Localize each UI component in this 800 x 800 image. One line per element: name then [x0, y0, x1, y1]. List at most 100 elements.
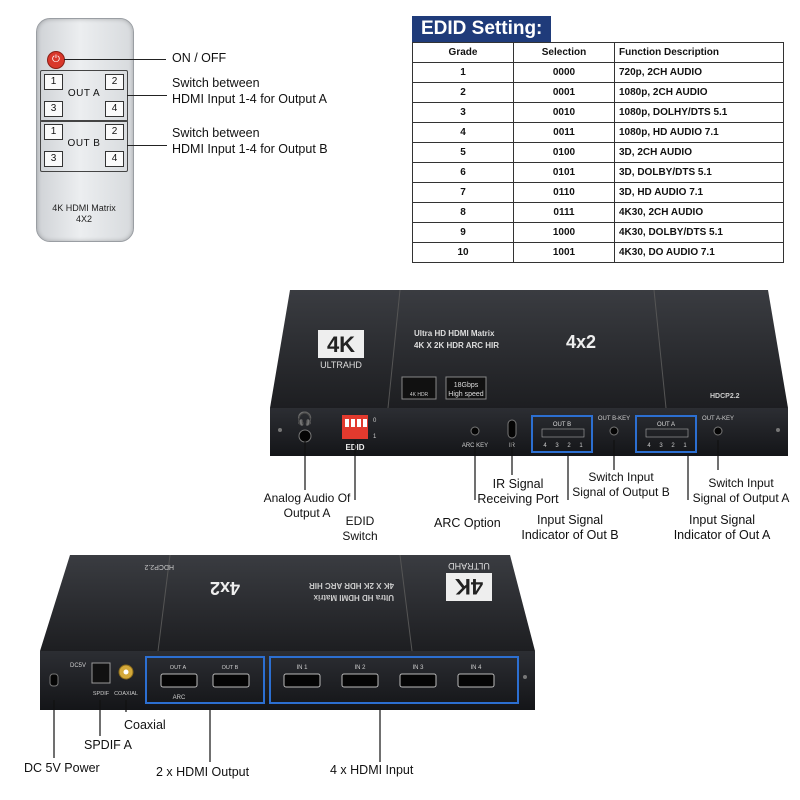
mirrored-ultrahd: ULTRAHD [448, 561, 490, 571]
callout-line: Indicator of Out A [673, 528, 771, 542]
top-callout-lines [304, 440, 719, 500]
edid-cell: 1000 [513, 222, 615, 243]
product-line-2: 4K X 2K HDR ARC HIR [414, 341, 499, 350]
highlight-box [269, 656, 519, 704]
callout-line: Analog Audio Of [263, 491, 351, 505]
edid-cell: 9 [412, 222, 514, 243]
edid-cell: 7 [412, 182, 514, 203]
edid-cell: 2 [412, 82, 514, 103]
matrix-front-view: 4K ULTRAHD Ultra HD HDMI Matrix 4K X 2K … [270, 290, 788, 456]
dip-0-label: 0 [373, 418, 377, 424]
callout-line: Input Signal [688, 513, 756, 527]
remote-group-title: OUT B [67, 138, 101, 149]
spdif-port [91, 662, 111, 684]
remote-key: 4 [105, 101, 124, 117]
dip-lever [357, 419, 361, 427]
switch-b-callout: Switch Input Signal of Output B [566, 470, 676, 500]
switch-a-label: HDMI Input 1-4 for Output A [172, 92, 327, 106]
mirrored-4k: 4K [455, 574, 483, 599]
hdcp-label: HDCP2.2 [710, 393, 740, 400]
edid-cell: 5 [412, 142, 514, 163]
edid-cell: 1 [412, 62, 514, 83]
remote-key: 4 [105, 151, 124, 167]
callout-line: Signal of Output A [692, 491, 790, 505]
out-b-key-button [609, 426, 619, 436]
edid-cell: 4K30, DO AUDIO 7.1 [614, 242, 784, 263]
dc-power-callout: DC 5V Power [24, 761, 100, 775]
onoff-label: ON / OFF [172, 51, 227, 65]
dc-port [49, 673, 59, 687]
leader-line [64, 59, 166, 60]
edid-cell: 3D, 2CH AUDIO [614, 142, 784, 163]
matrix-rear-view: Ultra HD HDMI Matrix 4K X 2K HDR ARC HIR… [40, 555, 535, 710]
screw [776, 428, 780, 432]
product-4x2: 4x2 [566, 332, 596, 352]
mirrored-product-line: 4K X 2K HDR ARC HIR [309, 581, 394, 590]
edid-cell: 8 [412, 202, 514, 223]
dip-lever [351, 419, 355, 427]
callout-line: Output A [283, 506, 331, 520]
panel-seam [157, 555, 171, 652]
bottom-callout-lines [53, 700, 381, 762]
callout-line: Switch Input [588, 470, 654, 484]
panel-seam [399, 555, 413, 652]
switch-a-label: Switch between [172, 76, 260, 90]
led-number: 4 [647, 443, 651, 449]
remote-footer: 4K HDMI Matrix 4X2 [36, 203, 132, 225]
out-a-label: OUT A [657, 422, 675, 428]
remote-group-out-a: 1 2 3 4 OUT A [40, 70, 128, 122]
in1-label: IN 1 [296, 665, 308, 671]
led-bracket [541, 428, 585, 438]
dip-1-label: 1 [373, 434, 377, 440]
edid-cell: 4K30, 2CH AUDIO [614, 202, 784, 223]
switch-a-callout: Switch Input Signal of Output A [686, 476, 796, 506]
leader-line [127, 145, 167, 146]
speed-badge [445, 376, 487, 400]
mirrored-hdcp: HDCP2.2 [144, 563, 174, 570]
coaxial-callout: Coaxial [124, 718, 166, 732]
callout-line: EDID [345, 514, 375, 528]
coaxial-label: COAXIAL [114, 691, 138, 697]
out-b-label: OUT B [553, 422, 571, 428]
indicator-b-callout: Input Signal Indicator of Out B [508, 513, 632, 543]
edid-cell: 4 [412, 122, 514, 143]
power-icon: ⏻ [47, 51, 65, 69]
speed-badge-text: High speed [448, 391, 484, 398]
analog-audio-callout: Analog Audio Of Output A [252, 491, 362, 521]
arc-label: ARC [173, 695, 186, 701]
edid-cell: 1080p, HD AUDIO 7.1 [614, 122, 784, 143]
hdmi-input-callout: 4 x HDMI Input [330, 763, 414, 777]
remote-key: 2 [105, 74, 124, 90]
remote-footer-line: 4X2 [75, 214, 92, 224]
out-a-key-button [713, 426, 723, 436]
edid-cell: 3D, HD AUDIO 7.1 [614, 182, 784, 203]
edid-header-cell: Function Description [614, 42, 784, 63]
switch-b-label: HDMI Input 1-4 for Output B [172, 142, 328, 156]
in3-label: IN 3 [412, 665, 424, 671]
dip-lever [363, 419, 367, 427]
edid-cell: 1080p, DOLHY/DTS 5.1 [614, 102, 784, 123]
hdmi-port-in1 [283, 673, 321, 688]
led-number: 1 [579, 443, 583, 449]
callout-line: Signal of Output B [572, 485, 670, 499]
edid-cell: 0100 [513, 142, 615, 163]
out-b-key-label: OUT B-KEY [598, 416, 630, 422]
edid-cell: 0110 [513, 182, 615, 203]
hdmi-port-in4 [457, 673, 495, 688]
mirrored-4k-box [446, 573, 492, 601]
remote-key: 3 [44, 101, 63, 117]
led-number: 3 [659, 443, 663, 449]
edid-cell: 0001 [513, 82, 615, 103]
edid-cell: 0111 [513, 202, 615, 223]
panel-seam [653, 290, 667, 409]
arc-option-callout: ARC Option [434, 516, 501, 530]
edid-header-row: Grade Selection Function Description [412, 42, 784, 63]
edid-switch-callout: EDID Switch [330, 514, 390, 544]
edid-cell: 6 [412, 162, 514, 183]
hdmi-port-in2 [341, 673, 379, 688]
mirrored-4x2: 4x2 [210, 578, 240, 598]
